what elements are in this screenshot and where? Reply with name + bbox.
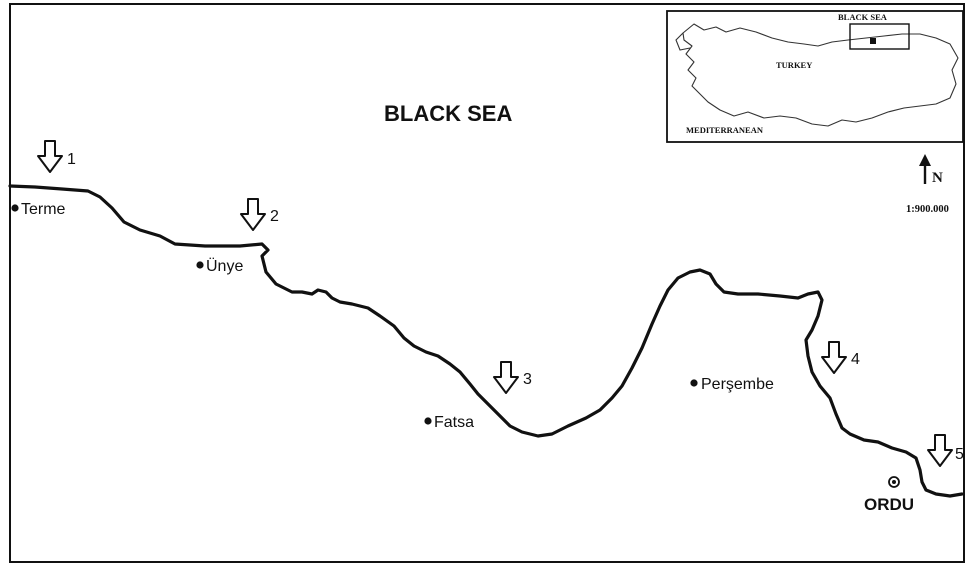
station-3-label: 3 <box>523 371 532 388</box>
station-5-label: 5 <box>955 446 964 463</box>
city-label-ordu: ORDU <box>864 495 914 514</box>
station-4-label: 4 <box>851 351 860 368</box>
inset-country-outline <box>682 23 959 127</box>
town-label-persembe: Perşembe <box>701 376 774 393</box>
town-marker-terme <box>11 204 19 212</box>
inset-country-label: TURKEY <box>776 60 812 70</box>
town-marker-fatsa <box>424 417 432 425</box>
town-label-fatsa: Fatsa <box>434 414 474 431</box>
coastline <box>8 184 964 498</box>
station-3-arrow-icon <box>493 361 519 394</box>
station-2-label: 2 <box>270 208 279 225</box>
scale-label: 1:900.000 <box>906 204 949 215</box>
inset-locator-marker <box>870 38 876 44</box>
inset-thrace-outline <box>675 32 691 51</box>
inset-frame <box>666 10 964 143</box>
inset-sea-label: BLACK SEA <box>838 12 888 22</box>
north-label: N <box>932 170 943 186</box>
inset-map: BLACK SEA TURKEY MEDITERRANEAN <box>666 10 964 143</box>
station-5-arrow-icon <box>927 434 953 467</box>
town-label-unye: Ünye <box>206 257 243 275</box>
sea-label: BLACK SEA <box>384 101 512 126</box>
station-2-arrow-icon <box>240 198 266 231</box>
map-frame <box>9 3 965 563</box>
city-marker-icon <box>888 476 900 488</box>
north-arrow-icon <box>919 154 931 184</box>
station-1-label: 1 <box>67 151 76 168</box>
town-marker-unye <box>196 261 204 269</box>
town-label-terme: Terme <box>21 201 66 218</box>
inset-locator-box <box>849 23 910 50</box>
town-marker-persembe <box>690 379 698 387</box>
inset-south-sea-label: MEDITERRANEAN <box>686 125 764 135</box>
station-1-arrow-icon <box>37 140 63 173</box>
station-4-arrow-icon <box>821 341 847 374</box>
